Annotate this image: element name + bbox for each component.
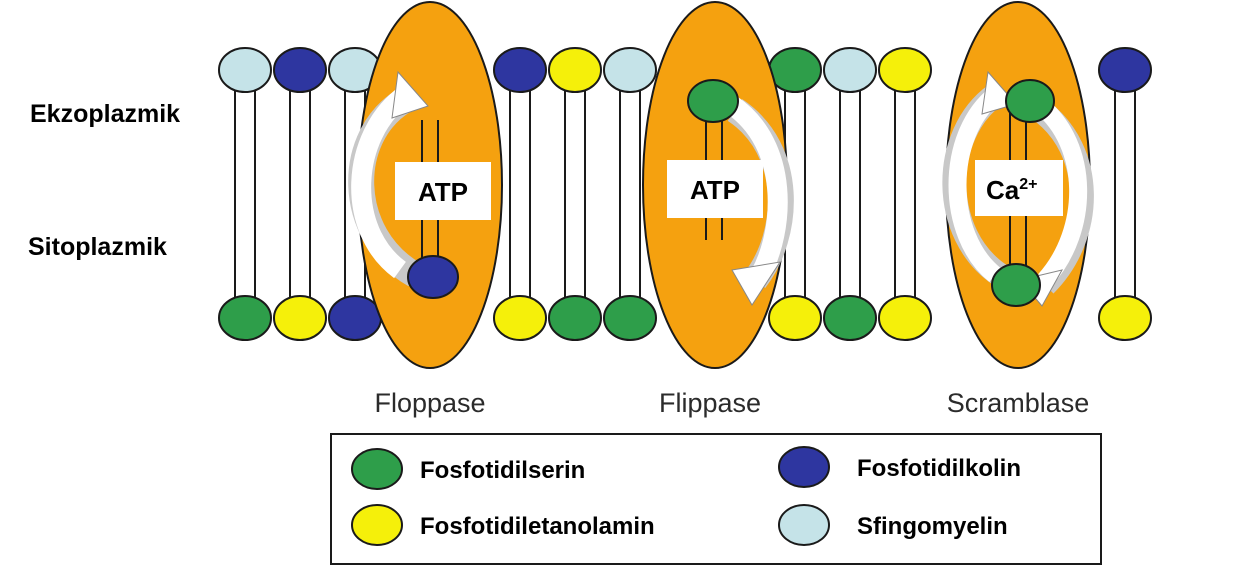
- scramblase-arrow-right: [1034, 97, 1088, 287]
- scramblase-label: Scramblase: [947, 388, 1090, 418]
- outer-lipid-head-sphingomyelin: [603, 47, 657, 93]
- inner-lipid-head-ethanolamine: [493, 295, 547, 341]
- outer-lipid-head-choline: [273, 47, 327, 93]
- inner-lipid-head-ethanolamine: [878, 295, 932, 341]
- ekzoplazmik-label: Ekzoplazmik: [30, 100, 180, 128]
- scramblase-protein: Ca2+: [942, 1, 1094, 369]
- outer-lipid-head-ethanolamine: [548, 47, 602, 93]
- floppase-arrowhead: [391, 70, 429, 119]
- legend-ethanolamine-label: Fosfotidiletanolamin: [420, 513, 655, 540]
- outer-lipid-head-ethanolamine: [878, 47, 932, 93]
- flippase-label: Flippase: [659, 388, 761, 418]
- ekzoplazmik-leaflet: [218, 47, 1152, 93]
- legend-ethanolamine-swatch: [351, 504, 403, 546]
- sitoplazmik-label: Sitoplazmik: [28, 233, 167, 261]
- floppase-protein: ATP: [348, 1, 503, 369]
- flippase-arrowhead: [731, 261, 782, 306]
- flippase-cofactor: ATP: [690, 175, 740, 205]
- inner-lipid-head-ethanolamine: [768, 295, 822, 341]
- floppase-label: Floppase: [374, 388, 485, 418]
- inner-lipid-head-choline: [328, 295, 382, 341]
- inner-lipid-head-serine: [823, 295, 877, 341]
- legend: Fosfotidilserin Fosfotidilkolin Fosfotid…: [330, 433, 1102, 565]
- scramblase-cofactor: Ca2+: [986, 175, 1038, 205]
- inner-lipid-head-serine: [218, 295, 272, 341]
- legend-sphingomyelin-swatch: [778, 504, 830, 546]
- legend-choline-label: Fosfotidilkolin: [857, 455, 1021, 482]
- floppase-arrow: [351, 86, 412, 279]
- scramblase-cofactor-box: [975, 160, 1063, 216]
- scramblase-arrow-left: [948, 87, 1001, 283]
- inner-lipid-head-serine: [603, 295, 657, 341]
- outer-lipid-head-choline: [1098, 47, 1152, 93]
- inner-lipid-head-serine: [548, 295, 602, 341]
- flippase-arrow: [725, 96, 788, 280]
- inner-lipid-head-ethanolamine: [273, 295, 327, 341]
- scramblase-lipid-top: [1005, 79, 1055, 123]
- outer-lipid-head-sphingomyelin: [218, 47, 272, 93]
- inner-lipid-head-ethanolamine: [1098, 295, 1152, 341]
- flippase-protein: ATP: [642, 1, 794, 369]
- scramblase-lipid-bottom: [991, 263, 1041, 307]
- floppase-lipid: [407, 255, 459, 299]
- sitoplazmik-leaflet: [218, 295, 1152, 341]
- legend-choline-swatch: [778, 446, 830, 488]
- flippase-lipid: [687, 79, 739, 123]
- outer-lipid-head-choline: [493, 47, 547, 93]
- legend-serine-swatch: [351, 448, 403, 490]
- floppase-cofactor-box: [395, 162, 491, 220]
- legend-sphingomyelin-label: Sfingomyelin: [857, 513, 1008, 540]
- legend-box: [330, 433, 1102, 565]
- flippase-cofactor-box: [667, 160, 763, 218]
- legend-serine-label: Fosfotidilserin: [420, 457, 585, 484]
- floppase-cofactor: ATP: [418, 177, 468, 207]
- outer-lipid-head-sphingomyelin: [823, 47, 877, 93]
- outer-lipid-head-serine: [768, 47, 822, 93]
